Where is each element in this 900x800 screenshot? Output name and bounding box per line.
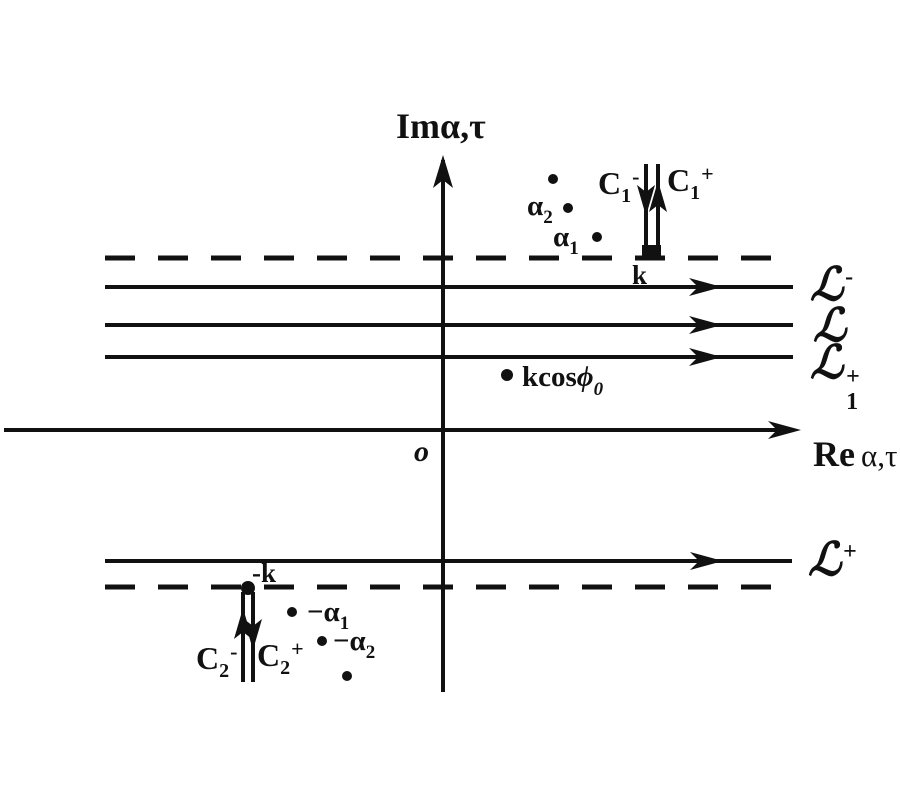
im-axis-arrow-icon [433,155,453,188]
branch-point-neg-k-dot [241,581,255,595]
alpha-symbol: α [527,190,544,222]
saddle-point-label: kcosϕ0 [522,361,604,400]
cut-label-C2-minus: C2- [196,639,238,682]
pole-neg-alpha1-label: −α1 [307,596,350,634]
cut-C1-down-arrow-icon [637,185,655,216]
contour-L-arrow-icon [689,316,722,334]
script-L: ℒ [808,534,842,585]
subscript: 1 [690,182,701,204]
contour-label-L: ℒ [813,303,846,349]
alpha-symbol: −α [307,596,340,628]
subscript: 1 [846,389,859,416]
contour-label-L-plus: ℒ+ [808,537,857,583]
script-L: ℒ [810,337,844,388]
alpha-symbol: −α [333,625,366,657]
im-axis-label-prefix: Im [396,106,440,146]
im-axis-label: Imα,τ [396,108,486,144]
cut-C2-up-arrow-icon [234,608,252,639]
phi-symbol: ϕ [576,361,594,393]
cut-C2-down-arrow-icon [244,619,262,650]
branch-point-k-dot [642,245,661,258]
pole-alpha1-label: α1 [553,221,579,259]
alpha-symbol: α [553,221,570,253]
saddle-point-dot [501,369,513,381]
subscript: 2 [543,207,553,228]
script-L: ℒ [813,300,847,351]
contour-L-minus-arrow-icon [689,278,722,296]
subscript: 0 [593,379,604,400]
origin-label: o [414,435,429,468]
branch-point-neg-k-label: -k [252,558,277,588]
cut-label-C1-plus: C1+ [667,161,714,204]
script-L: ℒ [810,259,844,310]
pole-dot-lower [342,671,352,681]
contour-label-L-minus: ℒ- [810,262,853,308]
re-axis-label-symbols: α,τ [860,438,898,473]
re-axis-arrow-icon [768,421,801,439]
superscript: + [701,161,714,186]
cut-letter: C [196,640,220,676]
pole-dot-upper [548,174,558,184]
superscript: - [632,164,640,189]
re-axis-label-prefix: Re [813,434,855,474]
superscript: - [230,639,238,664]
cut-label-C1-minus: C1- [598,164,640,207]
subscript: 2 [219,660,230,682]
cut-letter: C [598,165,622,201]
pole-alpha2-dot [563,203,573,213]
superscript: + [846,364,860,390]
cut-C1-up-arrow-icon [649,181,667,212]
subscript: 1 [339,613,350,634]
cut-letter: C [257,637,281,673]
subscript: 2 [280,657,291,679]
pole-alpha1-dot [592,232,602,242]
pole-neg-alpha1-dot [287,607,297,617]
cut-label-C2-plus: C2+ [257,636,304,679]
cut-letter: C [667,162,691,198]
superscript: + [291,636,304,661]
contour-L-plus-arrow-icon [690,552,723,570]
pole-alpha2-label: α2 [527,190,553,228]
superscript: - [845,264,854,290]
im-axis-label-symbols: α,τ [440,106,486,146]
subscript: 2 [365,642,376,663]
pole-neg-alpha2-label: −α2 [333,625,376,663]
branch-point-k-label: k [632,260,648,290]
supsub-stack: +1 [846,364,860,416]
pole-neg-alpha2-dot [317,636,327,646]
kcos-text: kcos [522,361,577,393]
subscript: 1 [621,185,632,207]
contour-label-L1-plus: ℒ+1 [810,340,860,415]
superscript: + [843,539,857,565]
contour-L1-plus-arrow-icon [689,348,722,366]
subscript: 1 [569,238,579,259]
